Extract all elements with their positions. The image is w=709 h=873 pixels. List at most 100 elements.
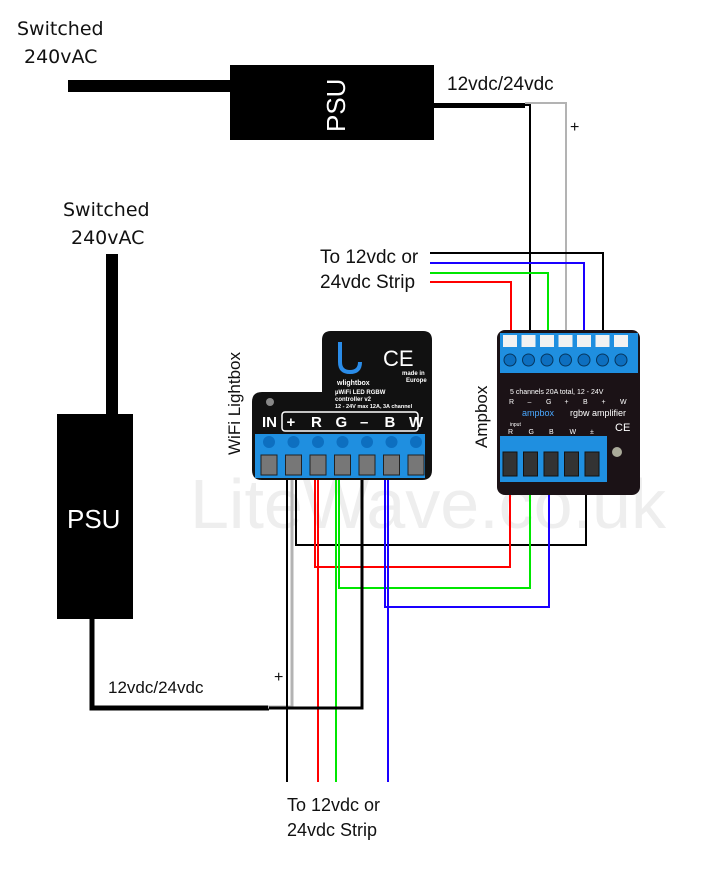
terminal-slot: [334, 454, 351, 476]
ampbox-brand: ampbox: [522, 408, 555, 418]
wire-neg-link: [295, 480, 587, 546]
left-psu-dc-cable: [89, 619, 269, 711]
terminal-screw: [336, 436, 349, 448]
wire-strip-top-blue: [430, 262, 585, 345]
left-psu-output-label: 12vdc/24vdc: [108, 678, 204, 697]
wire-strip-top-black: [430, 252, 604, 345]
ampbox-output-terminal-label: W: [620, 399, 627, 406]
lightbox-made-in-europe: Europe: [406, 378, 427, 384]
terminal-slot: [577, 335, 591, 347]
ampbox-input-terminal-label: ±: [590, 429, 594, 436]
lightbox-desc-1: µWiFi LED RGBW: [335, 390, 386, 396]
terminal-screw: [559, 353, 572, 367]
wire-green-link: [338, 480, 531, 589]
lightbox-terminal-label-box: [281, 411, 419, 432]
ampbox-input-terminal-label: W: [570, 429, 577, 436]
ampbox-input-terminal-label: R: [508, 429, 513, 436]
left-psu-positive-marker: +: [274, 669, 283, 686]
terminal-screw: [503, 353, 517, 367]
terminal-slot: [383, 454, 400, 476]
ampbox-input-terminal-label: G: [529, 429, 534, 436]
terminal-slot: [523, 451, 538, 477]
top-psu-output-label: 12vdc/24vdc: [447, 74, 554, 95]
lightbox-desc-3: 12 - 24V max 12A, 3A channel: [335, 404, 413, 410]
terminal-screw: [263, 436, 275, 448]
ampbox-input-label: input: [510, 422, 521, 428]
top-psu-box: [230, 65, 434, 140]
terminal-screw: [540, 353, 554, 367]
terminal-slot: [503, 335, 517, 347]
lightbox-terminal-label: IN: [262, 414, 277, 431]
terminal-screw: [522, 353, 535, 367]
wire-strip-top-green: [430, 272, 549, 345]
wire-red-link: [314, 480, 511, 568]
ampbox-output-terminal-label: R: [509, 399, 514, 406]
lightbox-terminal-label: G: [336, 414, 348, 431]
lightbox-module: CE wlightbox made in Europe µWiFi LED RG…: [252, 331, 432, 480]
lightbox-terminal-label: R: [311, 414, 322, 431]
terminal-slot: [595, 335, 610, 347]
left-psu-input-label-line1: Switched: [63, 199, 150, 221]
terminal-screw: [361, 436, 373, 448]
wire-strip-top-red: [430, 281, 512, 345]
lightbox-ce-mark: CE: [383, 346, 414, 371]
top-strip-label-line1: To 12vdc or: [320, 247, 419, 268]
terminal-slot: [309, 454, 327, 476]
terminal-slot: [614, 335, 628, 347]
top-psu-input-label-line1: Switched: [17, 18, 104, 40]
bottom-strip-label-line1: To 12vdc or: [287, 795, 380, 815]
ampbox-spec: 5 channels 20A total, 12 - 24V: [510, 389, 604, 396]
terminal-screw: [385, 436, 398, 448]
terminal-slot: [540, 335, 554, 347]
terminal-slot: [407, 454, 425, 476]
ampbox-output-terminal-label: –: [528, 399, 532, 406]
wire-blue-link: [384, 480, 550, 608]
wire-top-positive: [525, 102, 567, 345]
left-psu-ac-cable: [106, 254, 118, 416]
lightbox-terminal-label: +: [287, 414, 296, 431]
mount-screw: [266, 398, 274, 406]
ampbox-output-terminal-label: G: [546, 399, 551, 406]
lightbox-terminal-label: B: [385, 414, 396, 431]
terminal-slot: [558, 335, 573, 347]
wire-strip-bottom-negative: [269, 480, 364, 710]
ampbox-output-terminal-label: +: [602, 399, 606, 406]
ampbox-output-terminal-label: B: [583, 399, 588, 406]
ampbox-module: 5 channels 20A total, 12 - 24V R – G + B + W a…: [497, 330, 640, 495]
terminal-screw: [410, 436, 422, 448]
terminal-slot: [260, 454, 278, 476]
ampbox-output-terminal-label: +: [565, 399, 569, 406]
lightbox-desc-2: controller v2: [335, 397, 372, 403]
top-psu-input-label-line2: 240vAC: [24, 46, 97, 68]
ampbox-side-label: Ampbox: [472, 385, 491, 448]
left-psu-input-label-line2: 240vAC: [71, 227, 144, 249]
terminal-slot: [502, 451, 518, 477]
top-psu-positive-marker: +: [570, 119, 579, 136]
terminal-screw: [614, 353, 628, 367]
ampbox-input-terminal-label: B: [549, 429, 554, 436]
top-strip-label-line2: 24vdc Strip: [320, 272, 415, 293]
top-psu-dc-cable: [433, 103, 525, 108]
left-psu-box: [57, 414, 133, 619]
terminal-slot: [564, 451, 579, 477]
top-psu-label: PSU: [321, 79, 351, 132]
terminal-slot: [543, 451, 559, 477]
lightbox-made-in: made in: [402, 371, 425, 377]
terminal-screw: [312, 436, 324, 448]
top-psu-ac-cable: [68, 80, 233, 92]
lightbox-logo-icon: [338, 342, 362, 375]
ampbox-subtitle: rgbw amplifier: [570, 408, 626, 418]
lightbox-terminal-label: –: [360, 414, 368, 431]
lightbox-terminal-label: W: [409, 414, 424, 431]
left-psu-label: PSU: [67, 504, 120, 534]
bottom-strip-label-line2: 24vdc Strip: [287, 820, 377, 840]
terminal-screw: [596, 353, 609, 367]
terminal-slot: [358, 454, 376, 476]
ampbox-ce-mark: CE: [615, 422, 630, 434]
terminal-screw: [287, 436, 300, 448]
lightbox-side-label: WiFi Lightbox: [225, 352, 244, 455]
ampbox-mount-screw: [612, 447, 622, 457]
terminal-screw: [577, 353, 591, 367]
terminal-slot: [285, 454, 302, 476]
